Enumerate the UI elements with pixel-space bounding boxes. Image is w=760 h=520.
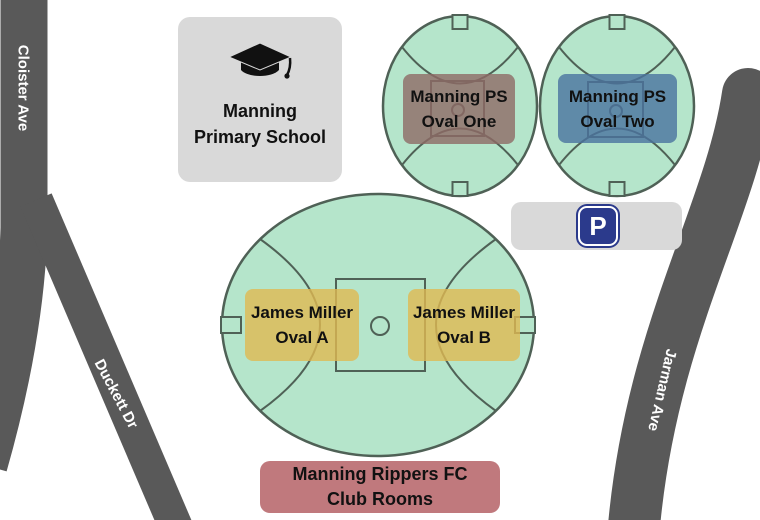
oval-a-line2: Oval A: [275, 328, 329, 347]
oval-two-line2: Oval Two: [580, 111, 655, 131]
graduation-cap-icon: [227, 41, 293, 88]
jarman-ave-road-shape: [608, 68, 760, 520]
road-jarman-ave: [608, 68, 760, 520]
manning-primary-school-block: Manning Primary School: [178, 17, 342, 182]
goal-square: [220, 316, 242, 334]
james-miller-oval-b-label: James Miller Oval B: [408, 289, 520, 361]
club-rooms-line2: Club Rooms: [327, 489, 433, 509]
parking-sign-letter: P: [589, 210, 607, 241]
club-rooms-line1: Manning Rippers FC: [292, 464, 468, 484]
oval-one-line1: Manning PS: [410, 87, 508, 106]
oval-b-line1: James Miller: [412, 303, 516, 322]
james-miller-oval-field: [220, 192, 536, 458]
goal-square: [451, 14, 469, 30]
manning-ps-oval-two-label: Manning PS Oval Two: [558, 74, 677, 143]
manning-ps-oval-one-field: [381, 14, 539, 198]
oval-b-line2: Oval B: [437, 328, 491, 347]
parking-icon: P: [578, 206, 618, 246]
manning-ps-oval-one-label: Manning PS Oval One: [403, 74, 515, 144]
goal-square: [608, 14, 626, 30]
james-miller-oval-a-label: James Miller Oval A: [245, 289, 359, 361]
oval-one-line2: Oval One: [421, 112, 497, 131]
oval-a-line1: James Miller: [250, 303, 354, 322]
oval-two-line1: Manning PS: [568, 86, 667, 106]
goal-square: [451, 181, 469, 197]
school-name-line2: Primary School: [193, 127, 327, 147]
duckett-dr-road-shape: [20, 193, 192, 520]
road-duckett-dr: [20, 193, 192, 520]
road-label-cloister-ave: Cloister Ave: [14, 44, 32, 132]
goal-square: [608, 181, 626, 197]
road-cloister-ave: [0, 0, 48, 472]
school-name-line1: Manning: [223, 101, 297, 121]
cloister-ave-road-shape: [0, 0, 48, 472]
club-rooms-block: Manning Rippers FC Club Rooms: [260, 461, 500, 513]
